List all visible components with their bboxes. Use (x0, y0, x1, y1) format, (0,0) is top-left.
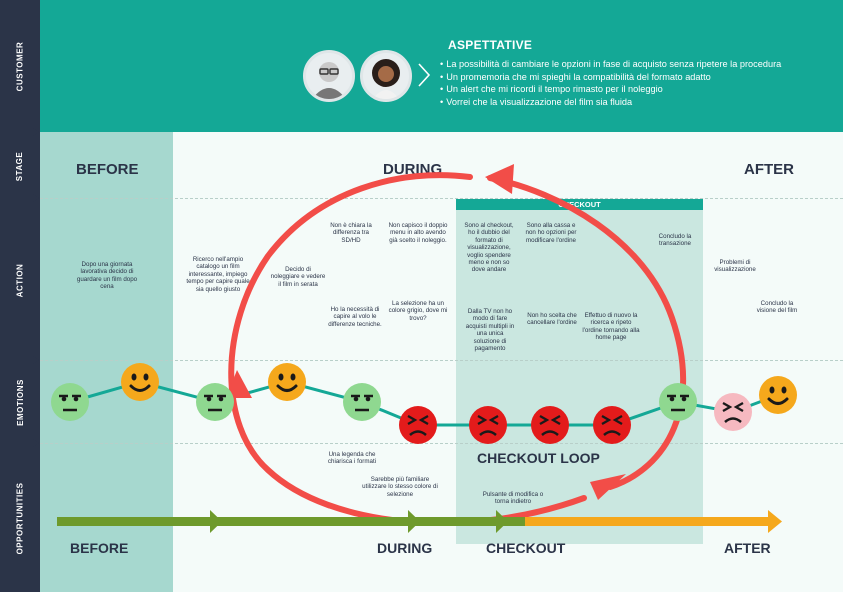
action-note: La selezione ha un colore grigio, dove m… (388, 300, 448, 322)
action-note: Non ho scelta che cancellare l'ordine (527, 312, 577, 327)
list-item: Un promemoria che mi spieghi la compatib… (440, 71, 781, 84)
checkout-column-bg (456, 199, 703, 544)
emotion-neutral-icon (196, 383, 234, 421)
phase-label-before: BEFORE (70, 540, 129, 556)
arrow-icon (768, 510, 782, 533)
before-column-bg (40, 132, 173, 592)
stage-before: BEFORE (76, 161, 139, 178)
checkout-header: CHECKOUT (456, 199, 703, 210)
loop-arrowhead-icon (590, 474, 626, 500)
action-note: Dalla TV non ho modo di fare acquisti mu… (465, 308, 515, 353)
emotion-angry-icon (469, 406, 507, 444)
expectations-title: ASPETTATIVE (448, 38, 533, 52)
loop-arrowhead-icon (226, 370, 252, 398)
arrow-icon (210, 510, 222, 533)
opportunity-note: Pulsante di modifica o torna indietro (482, 491, 544, 506)
emotion-neutral-icon (659, 383, 697, 421)
emotion-angry-icon (531, 406, 569, 444)
phase-label-during: DURING (377, 540, 433, 556)
divider (40, 360, 843, 361)
action-note: Non capisco il doppio menu in alto avend… (388, 222, 448, 244)
stage-after: AFTER (744, 161, 794, 178)
emotion-happy-icon (759, 376, 797, 414)
row-arrow-icon (33, 128, 39, 136)
opportunity-note: Una legenda che chiarisca i formati (327, 451, 377, 466)
action-note: Ricerco nell'ampio catalogo un film inte… (186, 256, 250, 293)
action-note: Sono alla cassa e non ho opzioni per mod… (525, 222, 577, 244)
avatar (360, 50, 412, 102)
phase-label-after: AFTER (724, 540, 771, 556)
action-note: Ho la necessità di capire al volo le dif… (328, 306, 382, 328)
checkout-loop-arrow (487, 175, 687, 490)
emotion-happy-icon (268, 363, 306, 401)
action-note: Effettuo di nuovo la ricerca e ripeto l'… (582, 312, 640, 342)
action-note: Problemi di visualizzazione (714, 259, 756, 274)
loop-arrowhead-icon (485, 164, 514, 194)
row-sidebar (0, 0, 40, 592)
avatar (303, 50, 355, 102)
emotion-angry-icon (593, 406, 631, 444)
timeline-bar-before (57, 517, 530, 526)
expectations-list: La possibilità di cambiare le opzioni in… (440, 58, 781, 108)
checkout-loop-arrow (228, 172, 587, 526)
row-arrow-icon (33, 194, 39, 202)
emotion-neutral-icon (51, 383, 89, 421)
action-note: Dopo una giornata lavorativa decido di g… (76, 261, 138, 291)
checkout-loop-label: CHECKOUT LOOP (477, 450, 600, 466)
arrow-icon (408, 510, 420, 533)
list-item: Un alert che mi ricordi il tempo rimasto… (440, 83, 781, 96)
list-item: La possibilità di cambiare le opzioni in… (440, 58, 781, 71)
emotion-neutral-icon (343, 383, 381, 421)
action-note: Sono al checkout, ho il dubbio del forma… (464, 222, 514, 274)
emotion-happy-icon (121, 363, 159, 401)
action-note: Concludo la transazione (658, 233, 692, 248)
timeline-bar-after (525, 517, 770, 526)
emotion-sad-icon (714, 393, 752, 431)
emotion-angry-icon (399, 406, 437, 444)
row-arrow-icon (33, 356, 39, 364)
divider (40, 443, 843, 444)
opportunity-note: Sarebbe più familiare utilizzare lo stes… (362, 476, 438, 498)
phase-label-checkout: CHECKOUT (486, 540, 566, 556)
action-note: Decido di noleggiare e vedere il film in… (270, 266, 326, 288)
arrow-icon (496, 510, 508, 533)
action-note: Non è chiara la differenza tra SD/HD (330, 222, 372, 244)
divider (40, 198, 843, 199)
action-note: Concludo la visione del film (756, 300, 798, 315)
list-item: Vorrei che la visualizzazione del film s… (440, 96, 781, 109)
row-arrow-icon (33, 439, 39, 447)
chevron-right-icon (418, 63, 431, 87)
